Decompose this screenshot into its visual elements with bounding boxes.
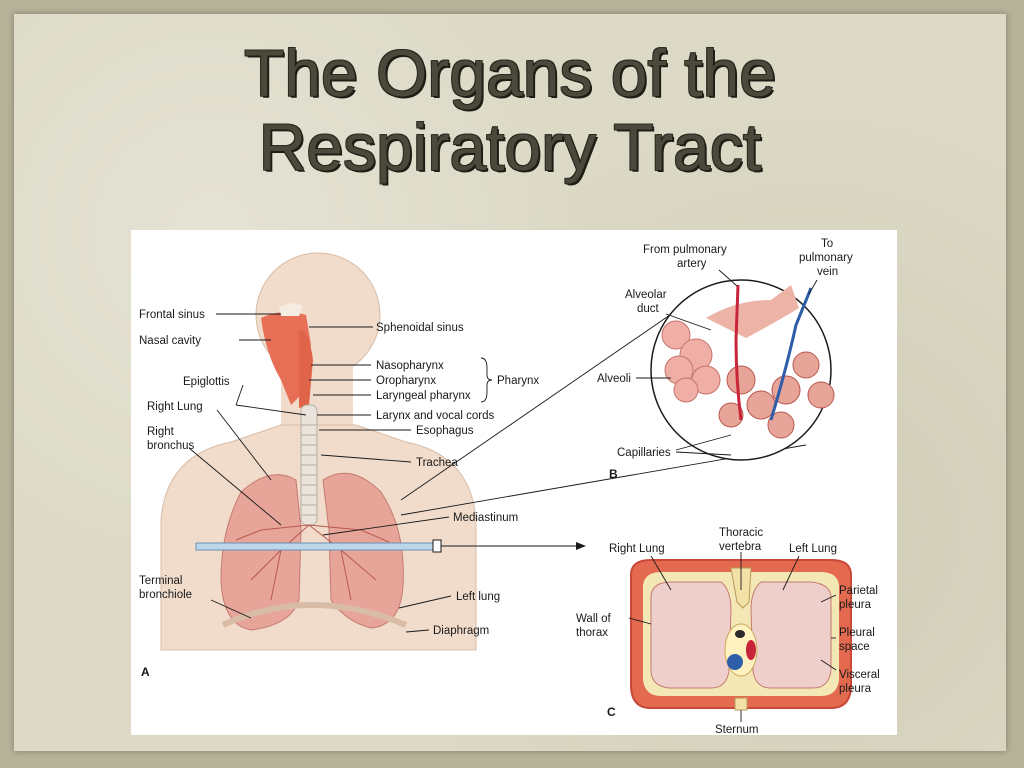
title-line-1: The Organs of the	[244, 36, 776, 110]
panel-b-letter: B	[609, 467, 618, 481]
label-from-pulmonary-2: artery	[677, 258, 707, 270]
slide: The Organs of the Respiratory Tract	[14, 14, 1006, 751]
label-frontal-sinus: Frontal sinus	[139, 309, 205, 321]
panel-a-leaders	[188, 313, 493, 633]
slide-title: The Organs of the Respiratory Tract	[14, 36, 1006, 184]
label-from-pulmonary-1: From pulmonary	[643, 244, 727, 256]
label-trachea: Trachea	[416, 457, 458, 469]
label-terminal-bronchiole-1: Terminal	[139, 575, 182, 587]
panel-c-labels: Right Lung Thoracic vertebra Left Lung P…	[576, 527, 880, 735]
section-right-lung-shape	[650, 581, 732, 689]
label-nasal-cavity: Nasal cavity	[139, 335, 201, 347]
section-sternum-shape	[734, 697, 748, 711]
panel-a-labels: Frontal sinus Nasal cavity Epiglottis Ri…	[139, 309, 539, 679]
pulmonary-vein-vessel	[769, 287, 813, 421]
title-line-2: Respiratory Tract	[258, 110, 762, 184]
label-to-pulmonary-3: vein	[817, 266, 838, 278]
label-oropharynx: Oropharynx	[376, 375, 436, 387]
label-parietal-pleura-2: pleura	[839, 599, 872, 611]
label-pleural-space-2: space	[839, 641, 870, 653]
label-wall-of-thorax-1: Wall of	[576, 613, 612, 625]
frontal-sinus-shape	[279, 303, 303, 316]
diaphragm-shape	[221, 602, 408, 628]
label-terminal-bronchiole-2: bronchiole	[139, 589, 192, 601]
section-artery-dot	[746, 640, 756, 660]
section-arrow	[576, 542, 586, 550]
nasal-cavity-shape	[261, 312, 311, 405]
label-laryngeal-pharynx: Laryngeal pharynx	[376, 390, 471, 402]
label-epiglottis: Epiglottis	[183, 376, 230, 388]
label-capillaries: Capillaries	[617, 447, 671, 459]
label-nasopharynx: Nasopharynx	[376, 360, 444, 372]
panel-c-letter: C	[607, 705, 616, 719]
diagram-svg: Frontal sinus Nasal cavity Epiglottis Ri…	[139, 238, 880, 735]
label-right-lung: Right Lung	[147, 401, 203, 413]
section-vein-dot	[727, 654, 743, 670]
panel-b-illustration	[400, 269, 835, 516]
section-esophagus-dot	[735, 630, 745, 638]
label-pharynx: Pharynx	[497, 375, 539, 387]
left-lung-shape	[322, 472, 404, 629]
section-plane-marker	[432, 539, 442, 553]
label-sternum: Sternum	[715, 724, 758, 735]
panel-b-labels: From pulmonary artery To pulmonary vein …	[597, 238, 853, 481]
alveolar-duct-shape	[706, 285, 799, 338]
label-mediastinum: Mediastinum	[453, 512, 518, 524]
panel-a-letter: A	[141, 665, 150, 679]
label-esophagus: Esophagus	[416, 425, 474, 437]
label-alveolar-duct-2: duct	[637, 303, 660, 315]
label-sphenoidal-sinus: Sphenoidal sinus	[376, 322, 464, 334]
label-alveolar-duct-1: Alveolar	[625, 289, 667, 301]
label-visceral-pleura-2: pleura	[839, 683, 872, 695]
label-c-left-lung: Left Lung	[789, 543, 837, 555]
right-lung-shape	[220, 474, 302, 631]
pharynx-shape	[299, 330, 313, 408]
panel-a-illustration	[160, 252, 586, 651]
label-parietal-pleura-1: Parietal	[839, 585, 878, 597]
label-to-pulmonary-2: pulmonary	[799, 252, 853, 264]
label-pleural-space-1: Pleural	[839, 627, 875, 639]
label-left-lung: Left lung	[456, 591, 500, 603]
label-thoracic-vertebra-2: vertebra	[719, 541, 762, 553]
respiratory-diagram: Frontal sinus Nasal cavity Epiglottis Ri…	[131, 230, 897, 735]
section-plane-bar	[195, 542, 437, 551]
label-c-right-lung: Right Lung	[609, 543, 665, 555]
pharynx-brace	[480, 357, 493, 403]
section-left-lung-shape	[750, 581, 832, 689]
label-right-bronchus-2: bronchus	[147, 440, 195, 452]
label-wall-of-thorax-2: thorax	[576, 627, 608, 639]
label-right-bronchus-1: Right	[147, 426, 175, 438]
label-to-pulmonary-1: To	[821, 238, 833, 250]
label-diaphragm: Diaphragm	[433, 625, 489, 637]
label-thoracic-vertebra-1: Thoracic	[719, 527, 763, 539]
pulmonary-artery-vessel	[734, 284, 743, 421]
label-visceral-pleura-1: Visceral	[839, 669, 880, 681]
label-larynx-vocal-cords: Larynx and vocal cords	[376, 410, 495, 422]
panel-c-illustration	[628, 552, 852, 722]
label-alveoli: Alveoli	[597, 373, 631, 385]
